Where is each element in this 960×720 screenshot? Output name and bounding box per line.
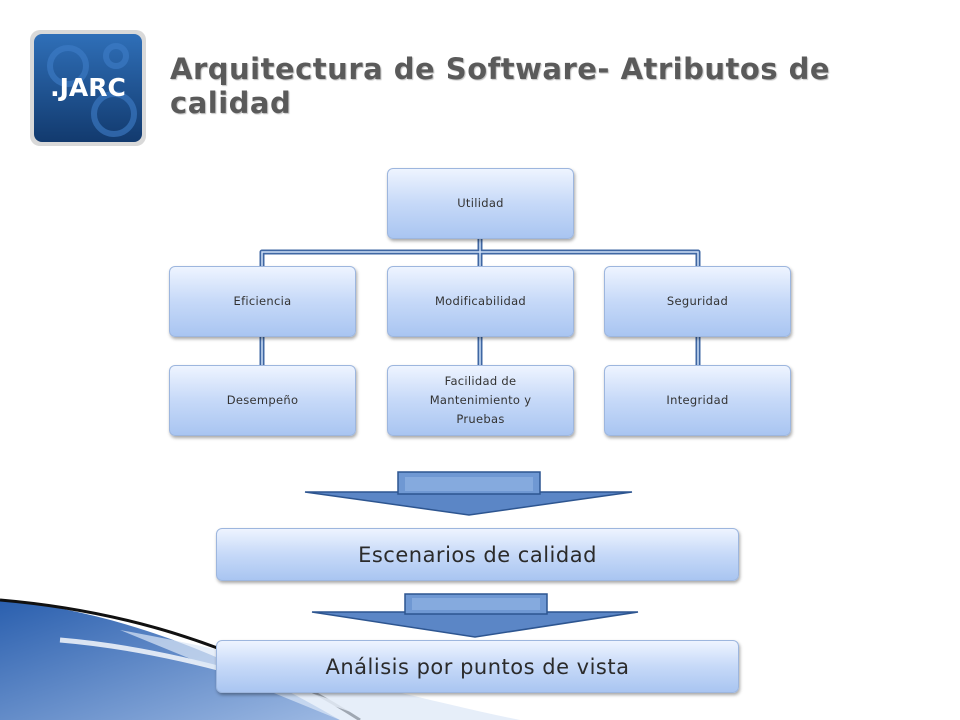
node-modificabilidad: Modificabilidad [387,266,574,337]
node-label: Eficiencia [233,294,292,308]
jarc-logo: .JARC [30,30,146,146]
analisis-label: Análisis por puntos de vista [325,654,630,679]
node-label: Integridad [666,393,729,407]
down-arrow-icon [304,471,633,516]
escenarios-label: Escenarios de calidad [358,542,597,567]
node-seguridad: Seguridad [604,266,791,337]
node-label: Facilidad de Mantenimiento y Pruebas [429,374,532,426]
node-label: Utilidad [457,196,504,210]
node-label: Seguridad [666,294,729,308]
node-utilidad: Utilidad [387,168,574,239]
node-eficiencia: Eficiencia [169,266,356,337]
slide-title: Arquitectura de Software- Atributos de c… [170,52,831,120]
gear-icon [47,43,137,137]
logo-text: .JARC [50,73,126,102]
down-arrow-icon [311,593,639,638]
node-label: Desempeño [226,393,299,407]
node-label: Modificabilidad [434,294,527,308]
node-integridad: Integridad [604,365,791,436]
node-desempeno: Desempeño [169,365,356,436]
node-facilidad-mantenimiento: Facilidad de Mantenimiento y Pruebas [387,365,574,436]
analisis-box: Análisis por puntos de vista [216,640,739,693]
escenarios-box: Escenarios de calidad [216,528,739,581]
